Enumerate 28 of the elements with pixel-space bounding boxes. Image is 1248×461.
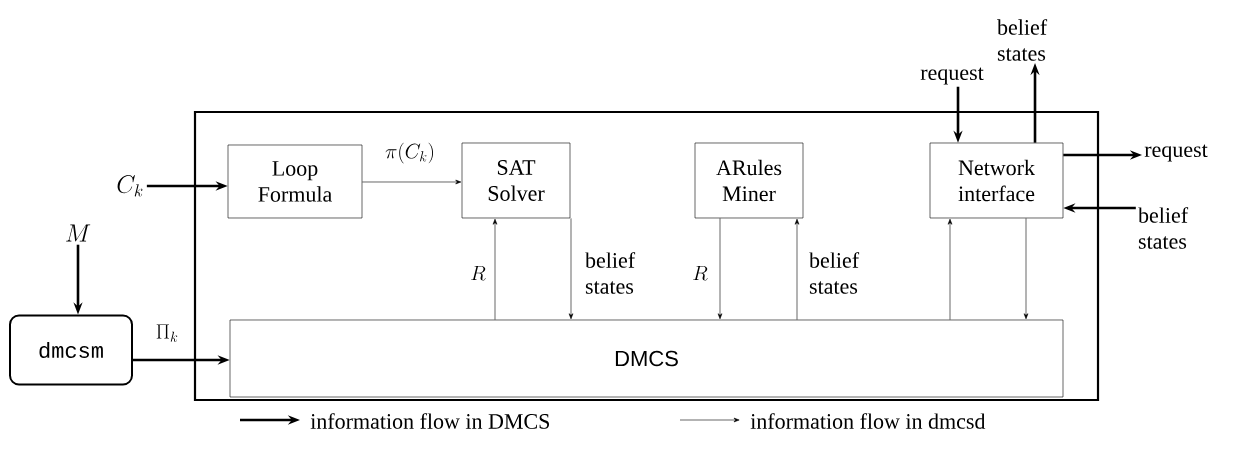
process-box: ARules Miner [694,142,804,219]
system-frame [193,110,1100,402]
process-box: SAT Solver [461,142,571,219]
input-label: $M$ [66,224,91,242]
process-box: Network interface [929,142,1064,219]
process-box: dmcsm [9,314,133,386]
edge-label: $\pi(C_k)$ [384,141,436,165]
process-box: Loop Formula [227,144,363,219]
process-box: DMCS [229,319,1064,398]
arrow [947,218,953,320]
legend-text: information flow in dmcsd [750,413,986,429]
arrow [794,218,800,320]
edge-label: $R$ [691,264,709,282]
input-label: $C_k$ [117,175,143,197]
edge-label: $R$ [469,264,487,282]
io-label: request [920,67,984,85]
io-label: belief states [1138,207,1189,249]
edge-label: belief states [584,251,648,295]
arrow [492,218,498,320]
io-label: request [1144,144,1208,162]
arrow [362,179,462,185]
arrow [568,218,574,320]
io-label: belief states [997,19,1048,61]
legend-text: information flow in DMCS [310,413,549,429]
arrow [717,218,723,320]
edge-label: $\Pi_k$ [154,323,180,343]
edge-label: belief states [808,251,872,295]
arrow [1023,218,1029,320]
